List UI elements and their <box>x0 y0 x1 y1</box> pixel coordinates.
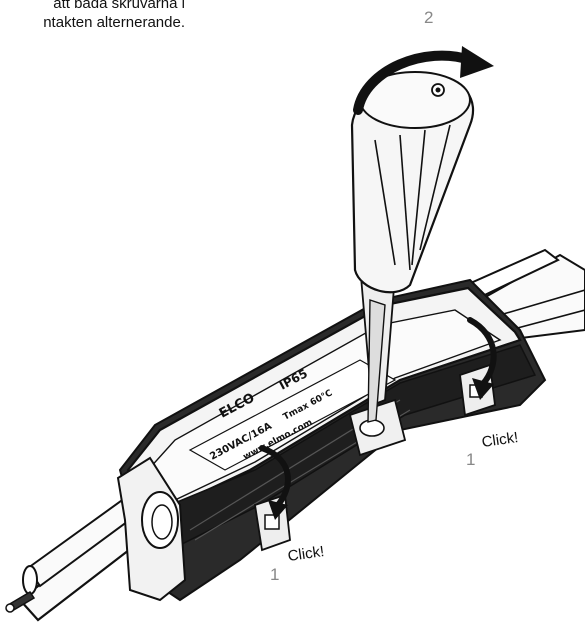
step-number-1-bottom: 1 <box>270 565 280 584</box>
connector-housing <box>116 278 547 602</box>
screwdriver <box>350 71 475 423</box>
step-number-1-right: 1 <box>466 450 476 469</box>
step-number-2: 2 <box>424 8 434 27</box>
instruction-caption: att båda skruvarna i ntakten alternerand… <box>0 0 185 32</box>
caption-line-1: att båda skruvarna i <box>53 0 185 12</box>
caption-line-2: ntakten alternerande. <box>43 14 185 31</box>
press-arrow-bottom-icon <box>259 445 291 520</box>
press-arrow-right-icon <box>467 317 497 400</box>
rotation-arrow-icon <box>353 46 494 115</box>
